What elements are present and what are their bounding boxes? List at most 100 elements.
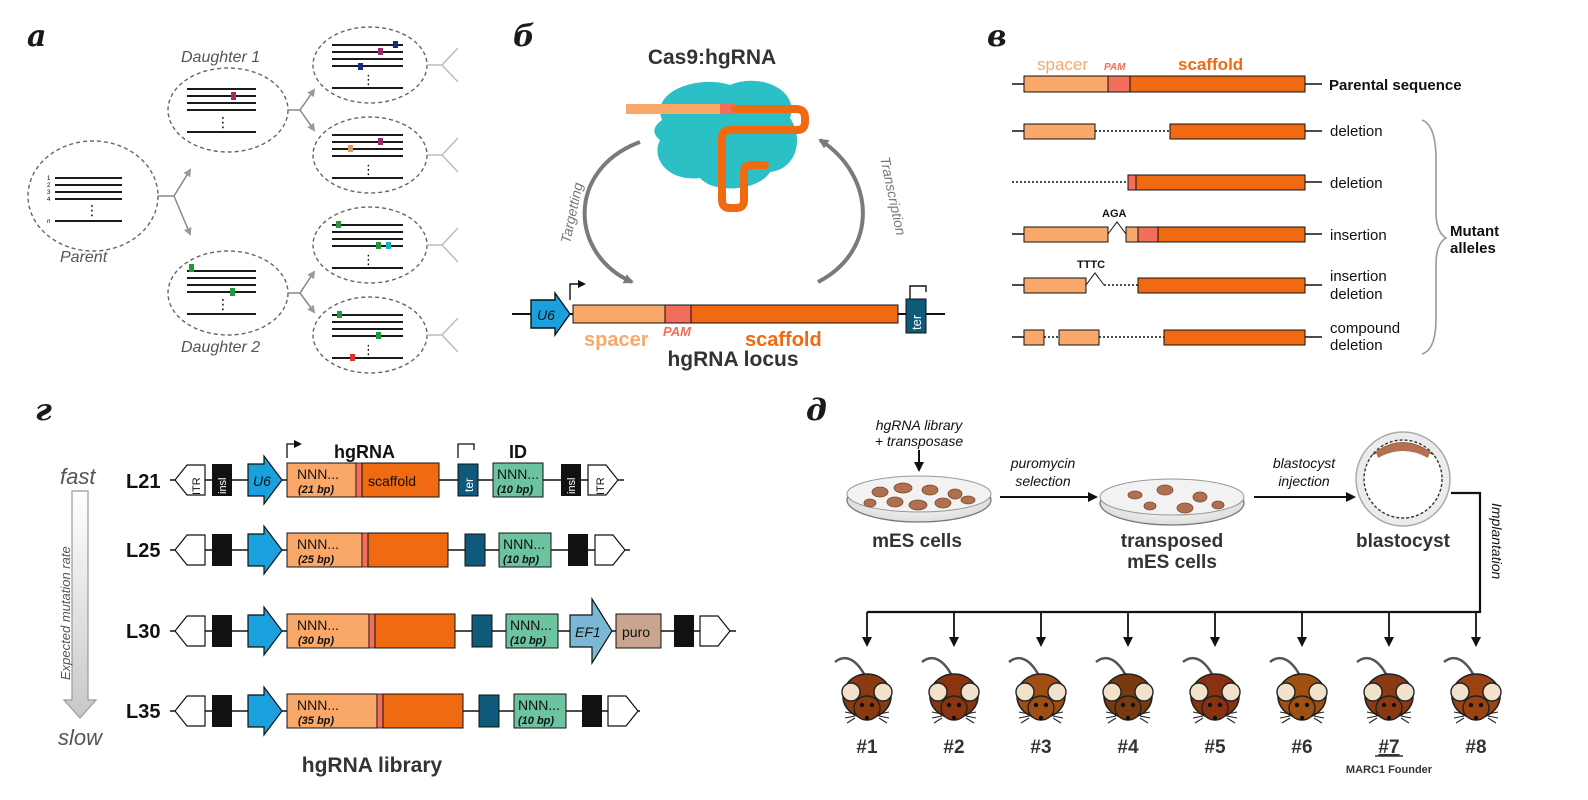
panel-d: г fast slow Expected mutation rate hgRNA…	[35, 393, 736, 777]
l35-bp: (35 bp)	[298, 715, 334, 727]
row2-label: deletion	[1330, 175, 1383, 192]
puro-label-2: selection	[1015, 473, 1070, 489]
row-label-3: 3	[47, 190, 51, 196]
l21-id-bp: (10 bp)	[497, 484, 533, 496]
l30-name: L30	[126, 621, 160, 643]
row4-label-a: insertion	[1330, 268, 1387, 285]
founder-label: MARC1 Founder	[1346, 764, 1433, 776]
row5-label-a: compound	[1330, 320, 1400, 337]
l25-id-bp: (10 bp)	[503, 554, 539, 566]
u6-label: U6	[537, 307, 555, 323]
itr-left-label: ITR	[191, 477, 203, 495]
u6-d-label: U6	[253, 473, 271, 489]
mouse-5	[1181, 656, 1242, 725]
parent-cell: 1 2 3 4 n ⋮	[27, 140, 159, 252]
mouse-arrows	[862, 612, 1481, 647]
gd1-dots: ⋮	[362, 72, 375, 87]
u6-promoter	[530, 290, 571, 338]
l21-name: L21	[126, 471, 160, 493]
targeting-arrow	[582, 140, 641, 284]
panel-a: а 1 2 3 4 n ⋮ Parent Daughter 1 ⋮ Daught…	[27, 19, 459, 374]
mouse-7	[1355, 656, 1416, 725]
puro-label: puro	[622, 624, 650, 640]
locus-label: hgRNA locus	[667, 348, 798, 371]
mutant-brace	[1421, 119, 1448, 355]
c-pam-label: PAM	[1104, 62, 1126, 73]
tmes-label-1: transposed	[1121, 531, 1223, 552]
locus-scaffold	[690, 304, 899, 324]
panel-a-letter: а	[27, 19, 46, 54]
mouse-4-label: #4	[1117, 737, 1139, 758]
row1-label: deletion	[1330, 123, 1383, 140]
ter-d-label: ter	[462, 478, 476, 492]
gd4-dots: ⋮	[362, 342, 375, 357]
puro-label-1: puromycin	[1010, 455, 1076, 471]
panel-e: д hgRNA library + transposase mES cells …	[806, 393, 1505, 776]
id-header: ID	[509, 442, 527, 462]
mutant-label-2: alleles	[1450, 240, 1496, 257]
row3-label: insertion	[1330, 227, 1387, 244]
mouse-5-label: #5	[1204, 737, 1226, 758]
complex-label: Cas9:hgRNA	[648, 46, 776, 69]
granddaughter-1: ⋮	[312, 26, 428, 104]
row-label-4: 4	[47, 197, 51, 203]
row-label-n: n	[47, 219, 51, 225]
l30-bp: (30 bp)	[298, 635, 334, 647]
fast-label: fast	[60, 464, 96, 489]
construct-l21: L21 ITR insl U6 NNN... (21 bp) scaffold …	[126, 454, 624, 506]
locus-pam	[664, 304, 692, 324]
hgrna-strand	[626, 104, 809, 212]
l21-nnn: NNN...	[297, 466, 339, 482]
spacer-label: spacer	[584, 329, 649, 351]
daughter2-label: Daughter 2	[181, 339, 260, 356]
daughter1-cell: ⋮	[167, 67, 289, 153]
granddaughter-2: ⋮	[312, 116, 428, 194]
mouse-8	[1442, 656, 1503, 725]
parent-label: Parent	[60, 249, 108, 266]
mouse-6-label: #6	[1291, 737, 1312, 758]
mouse-3	[1007, 656, 1068, 725]
c-scaffold-label: scaffold	[1178, 55, 1243, 74]
panel-c-letter: в	[987, 19, 1007, 54]
panel-c: в spacer PAM scaffold Parental sequence …	[987, 19, 1499, 355]
construct-l25: L25 NNN... (25 bp) NNN... (10 bp)	[126, 524, 630, 576]
mouse-3-label: #3	[1030, 737, 1051, 758]
mouse-1	[833, 656, 894, 725]
dish-mes	[846, 475, 992, 523]
ef1-label: EF1	[575, 624, 601, 640]
parental-label: Parental sequence	[1329, 77, 1462, 94]
library-label: hgRNA library	[302, 754, 443, 777]
locus-spacer	[572, 304, 666, 324]
hgrna-header: hgRNA	[334, 442, 395, 462]
c-spacer-label: spacer	[1037, 55, 1088, 74]
panel-b: б Cas9:hgRNA Targetting Transcription U6…	[512, 19, 945, 371]
slow-label: slow	[58, 725, 104, 750]
mutant-label-1: Mutant	[1450, 223, 1499, 240]
blast-label-1: blastocyst	[1273, 455, 1336, 471]
ter-block	[905, 298, 927, 334]
l25-id-nnn: NNN...	[503, 536, 545, 552]
daughter2-cell: ⋮	[167, 250, 289, 336]
row5-label-b: deletion	[1330, 337, 1383, 354]
mes-label: mES cells	[872, 531, 962, 552]
l35-id-nnn: NNN...	[518, 697, 560, 713]
l35-nnn: NNN...	[297, 697, 339, 713]
l25-nnn: NNN...	[297, 536, 339, 552]
insl-right-label: insl	[566, 477, 578, 494]
l25-bp: (25 bp)	[298, 554, 334, 566]
dish-transposed	[1099, 478, 1245, 526]
rate-arrow	[62, 490, 98, 719]
mouse-8-label: #8	[1465, 737, 1486, 758]
panel-e-letter: д	[806, 393, 827, 428]
mouse-2-label: #2	[943, 737, 964, 758]
l21-id-nnn: NNN...	[497, 466, 539, 482]
gd3-dots: ⋮	[362, 252, 375, 267]
construct-l30: L30 NNN... (30 bp) NNN... (10 bp) EF1 pu…	[126, 596, 736, 666]
ter-label: ter	[909, 314, 924, 330]
pam-label: PAM	[663, 324, 692, 339]
row4-label-b: deletion	[1330, 286, 1383, 303]
itr-right-label: ITR	[595, 477, 607, 495]
granddaughter-3: ⋮	[312, 206, 428, 284]
parent-dots: ⋮	[85, 202, 99, 218]
l30-id-bp: (10 bp)	[510, 635, 546, 647]
